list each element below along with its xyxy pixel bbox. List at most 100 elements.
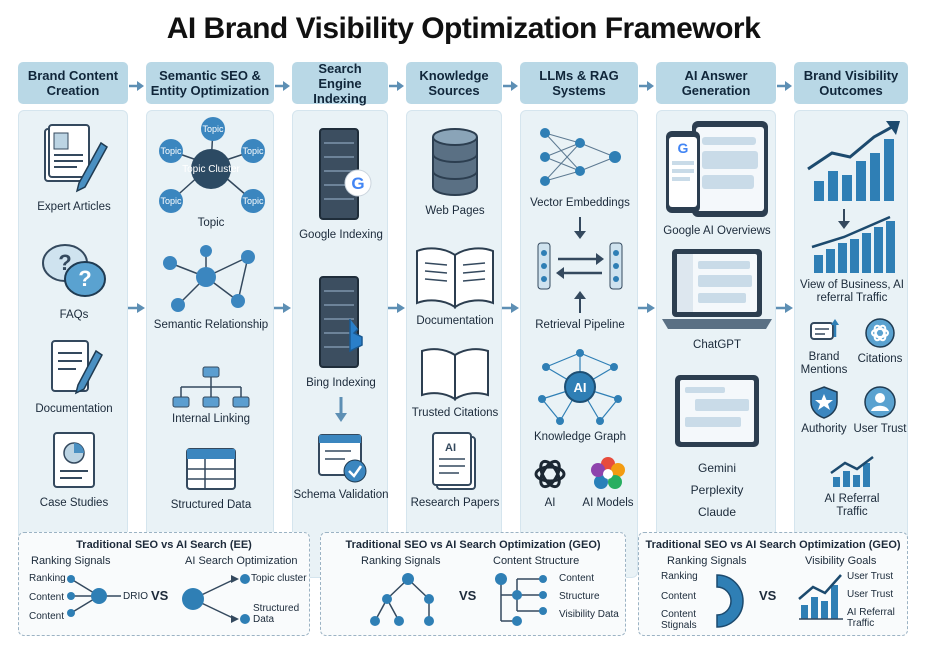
gemini-item [657, 373, 777, 455]
right-label: User Trust [847, 589, 894, 600]
answer-engines-list: Gemini Perplexity Claude [657, 457, 777, 523]
openai-logo-icon [534, 459, 566, 489]
user-circle-icon [864, 386, 896, 418]
book-icon [421, 348, 489, 401]
flow-arrow-icon [639, 81, 654, 91]
column-body: View of Business, AI referral Traffic Br… [794, 110, 908, 578]
column-header: Semantic SEO & Entity Optimization [146, 62, 274, 104]
neural-network-icon [540, 128, 621, 186]
svg-text:Topic: Topic [242, 196, 264, 206]
trusted-citations-item: Trusted Citations [407, 345, 503, 420]
semantic-relationship-item: Semantic Relationship [147, 243, 275, 332]
svg-text:?: ? [78, 266, 91, 291]
rising-bar-chart-icon [807, 121, 900, 201]
right-heading: Visibility Goals [805, 555, 877, 567]
flow-arrow-icon [777, 81, 792, 91]
column-header: LLMs & RAG Systems [520, 62, 638, 104]
column-body: Topic Topic Topic Topic Topic Topic Clus… [146, 110, 274, 578]
small-bar-chart-icon [811, 209, 895, 273]
phone-tablet-icon: G [666, 121, 768, 217]
colorful-flower-icon [591, 457, 625, 489]
megaphone-icon [810, 319, 839, 340]
column-search-indexing: Search Engine Indexing G Google Indexing… [292, 61, 389, 578]
gemini-label: Gemini [697, 461, 736, 475]
left-label: Content [29, 611, 65, 622]
documentation-item: Documentation [19, 337, 129, 416]
bing-indexing-item: Bing Indexing [293, 273, 389, 390]
panel-title: Traditional SEO vs AI Search (EE) [76, 539, 252, 551]
column-knowledge-sources: Knowledge Sources Web Pages Documentatio… [406, 62, 502, 578]
column-header: Search Engine Indexing [292, 61, 388, 106]
svg-text:AI: AI [574, 380, 587, 395]
column-body: G Google Indexing Bing Indexing Schema [292, 110, 389, 578]
right-label: Structure [559, 591, 600, 602]
shield-icon [810, 386, 838, 419]
traffic-chart-icon [830, 456, 874, 487]
right-label: Visibility Data [559, 609, 619, 620]
expert-articles-item: Expert Articles [19, 123, 129, 214]
flow-arrow-icon [274, 303, 291, 313]
database-icon [432, 128, 478, 196]
web-pages-item: Web Pages [407, 123, 503, 218]
svg-text:Topic: Topic [160, 146, 182, 156]
ai-paper-icon: AI [432, 432, 476, 490]
signal-merge-diagram [67, 575, 121, 617]
svg-text:Topic: Topic [202, 124, 224, 134]
citation-circle-icon [865, 318, 895, 348]
vector-embeddings-item: Vector Embeddings [521, 121, 639, 210]
right-heading: Content Structure [493, 555, 580, 567]
claude-label: Claude [697, 505, 737, 519]
data-table-icon [186, 448, 236, 490]
retrieval-arrows-icon [537, 217, 623, 313]
left-heading: Ranking Signals [667, 555, 747, 567]
network-graph-icon [163, 245, 255, 312]
knowledge-graph-item: AI Knowledge Graph [521, 347, 639, 444]
column-body: G Google AI Overviews ChatGPT Gemini [656, 110, 776, 578]
link-tree-icon [172, 366, 250, 408]
google-server-icon: G [319, 128, 372, 220]
structure-tree-diagram [495, 573, 547, 626]
signal-arc-diagram [716, 574, 744, 628]
right-label: Structured Data [253, 603, 300, 625]
column-body: Vector Embeddings Retrieval Pipeline [520, 110, 638, 578]
panel-title: Traditional SEO vs AI Search Optimizatio… [645, 539, 901, 551]
svg-text:Topic: Topic [242, 146, 264, 156]
open-book-icon [416, 247, 494, 309]
comparison-panel-ee: Traditional SEO vs AI Search (EE) Rankin… [18, 532, 310, 636]
ai-network-icon: AI [538, 349, 622, 425]
perplexity-label: Perplexity [690, 483, 744, 497]
column-llm-rag: LLMs & RAG Systems Vector Embeddings [520, 62, 638, 578]
growth-chart-item [795, 117, 909, 209]
google-ai-overviews-item: G Google AI Overviews [657, 117, 777, 238]
bing-server-icon [319, 276, 363, 368]
column-header: Brand Content Creation [18, 62, 128, 104]
article-pencil-icon [44, 124, 108, 193]
ai-item: AI [525, 455, 575, 510]
left-heading: Ranking Signals [31, 555, 111, 567]
svg-text:AI: AI [445, 442, 456, 454]
vs-label: VS [459, 588, 477, 603]
flow-arrow-icon [388, 303, 405, 313]
brand-mentions-item: Brand Mentions [797, 317, 851, 377]
column-header: Brand Visibility Outcomes [794, 62, 908, 104]
internal-linking-item: Internal Linking [147, 365, 275, 426]
user-trust-item: User Trust [853, 385, 907, 436]
topic-link-diagram [182, 574, 250, 624]
flow-arrow-icon [503, 81, 518, 91]
documentation-source-item: Documentation [407, 243, 503, 328]
comparison-panel-geo-goals: Traditional SEO vs AI Search Optimizatio… [638, 532, 908, 636]
column-visibility-outcomes: Brand Visibility Outcomes View of Busine… [794, 62, 908, 578]
comparison-panel-geo-structure: Traditional SEO vs AI Search Optimizatio… [320, 532, 626, 636]
report-chart-icon [53, 432, 95, 488]
left-label: Ranking [29, 573, 66, 584]
svg-text:G: G [678, 140, 689, 156]
document-pencil-icon [51, 340, 103, 395]
svg-text:G: G [351, 174, 364, 193]
right-label: User Trust [847, 571, 894, 582]
faqs-item: ? ? FAQs [19, 239, 129, 322]
down-arrow-icon [331, 395, 351, 427]
right-label: Topic cluster [251, 573, 307, 584]
laptop-icon [662, 249, 772, 329]
schema-validation-item: Schema Validation [293, 429, 389, 502]
column-header: AI Answer Generation [656, 62, 776, 104]
